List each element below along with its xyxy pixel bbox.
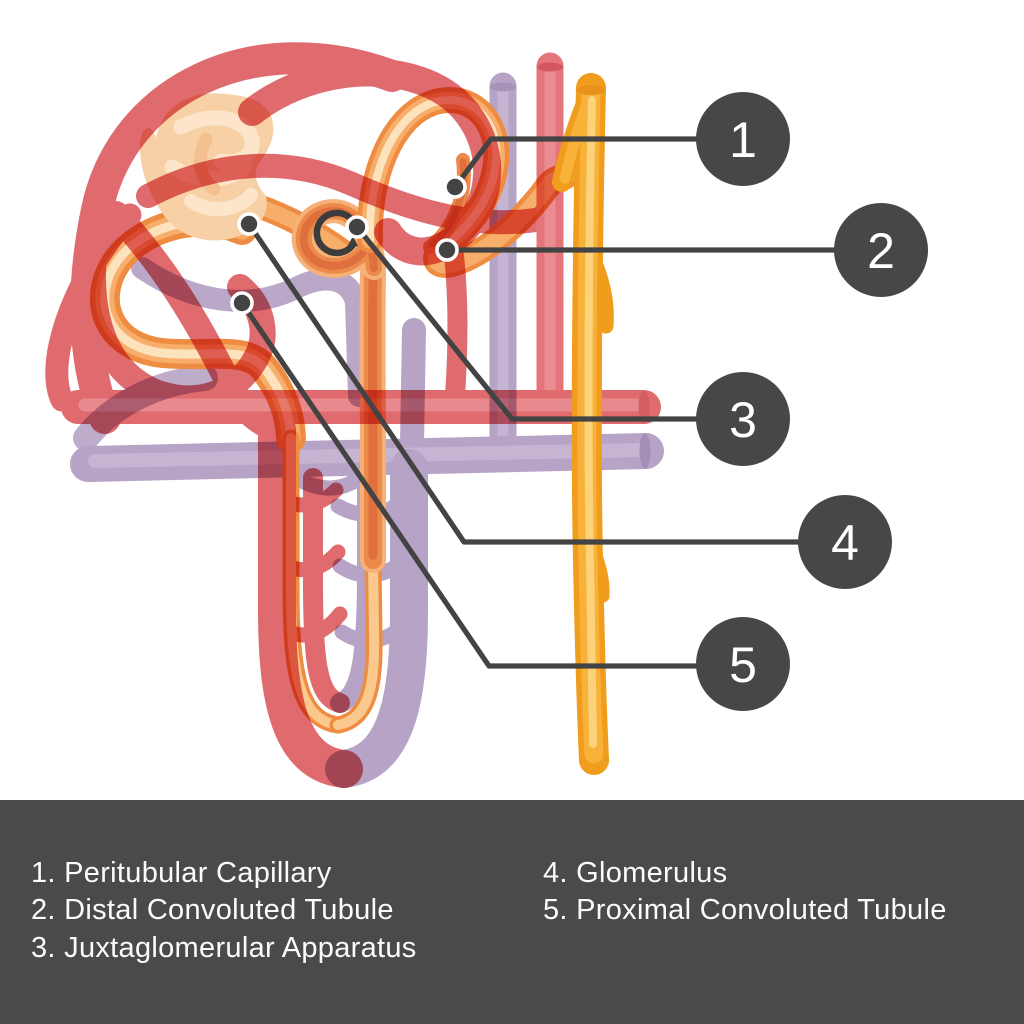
capillary-strand: [442, 230, 468, 406]
legend-item-5: 5. Proximal Convoluted Tubule: [543, 894, 947, 927]
badge-number-2: 2: [867, 223, 895, 279]
jga-marker-arrow: [346, 236, 358, 249]
vasa-recta-artery-inner: [303, 468, 350, 713]
artery-zigzag: [270, 482, 344, 513]
vein-tube-cap: [490, 82, 516, 92]
artery-branch-arc: [45, 203, 142, 412]
glomerulus-tangle: [184, 188, 258, 217]
artery-zigzag: [274, 606, 348, 643]
badge-circle-5[interactable]: [696, 617, 790, 711]
callout-line-3: [354, 224, 743, 422]
legend-item-4: 4. Glomerulus: [543, 857, 728, 889]
artery-tube-cap: [537, 62, 563, 72]
legend-panel: [0, 800, 1024, 1024]
callout-line-4: [246, 221, 845, 545]
collecting-duct-cap: [576, 85, 606, 95]
callout-badge-3[interactable]: 3: [696, 372, 790, 466]
vein-nub: [400, 318, 426, 456]
artery-outer-arc: [70, 42, 408, 434]
badge-number-3: 3: [729, 392, 757, 448]
callout-line-5: [239, 300, 743, 669]
loop-of-henle-ascending-core: [333, 555, 380, 730]
callout-badge-4[interactable]: 4: [798, 495, 892, 589]
callout-dot-3: [345, 215, 369, 239]
callout-badge-2[interactable]: 2: [834, 203, 928, 297]
badge-circle-2[interactable]: [834, 203, 928, 297]
callout-dot-2: [435, 238, 459, 262]
callout-line-1: [452, 136, 703, 190]
legend-column-1: 1. Peritubular Capillary 2. Distal Convo…: [31, 855, 417, 967]
legend-item-3: 3. Juxtaglomerular Apparatus: [31, 931, 417, 964]
badge-number-5: 5: [729, 637, 757, 693]
badge-circle-1[interactable]: [696, 92, 790, 186]
callout-badge-5[interactable]: 5: [696, 617, 790, 711]
legend-item-2: 2. Distal Convoluted Tubule: [31, 894, 394, 927]
legend-column-2: 4. Glomerulus 5. Proximal Convoluted Tub…: [543, 855, 947, 930]
callout-dot-4: [237, 212, 261, 236]
callout-dot-1: [443, 175, 467, 199]
badge-number-1: 1: [729, 112, 757, 168]
efferent-loop: [238, 58, 502, 266]
artery-zigzag: [272, 544, 346, 578]
callout-dot-5: [230, 291, 254, 315]
collecting-duct: [552, 73, 614, 775]
legend-item-1: 1. Peritubular Capillary: [31, 857, 332, 889]
badge-number-4: 4: [831, 515, 859, 571]
jga-marker-arc: [313, 209, 356, 257]
vein-band-cap: [639, 433, 651, 469]
collecting-duct-highlight: [584, 96, 597, 748]
badge-circle-3[interactable]: [696, 372, 790, 466]
callout-badge-1[interactable]: 1: [696, 92, 790, 186]
badge-circle-4[interactable]: [798, 495, 892, 589]
annotations: 1 2 3 4 5: [230, 92, 928, 711]
artery-band-cap: [638, 390, 650, 424]
nephron-diagram: 1 2 3 4 5: [45, 42, 928, 788]
